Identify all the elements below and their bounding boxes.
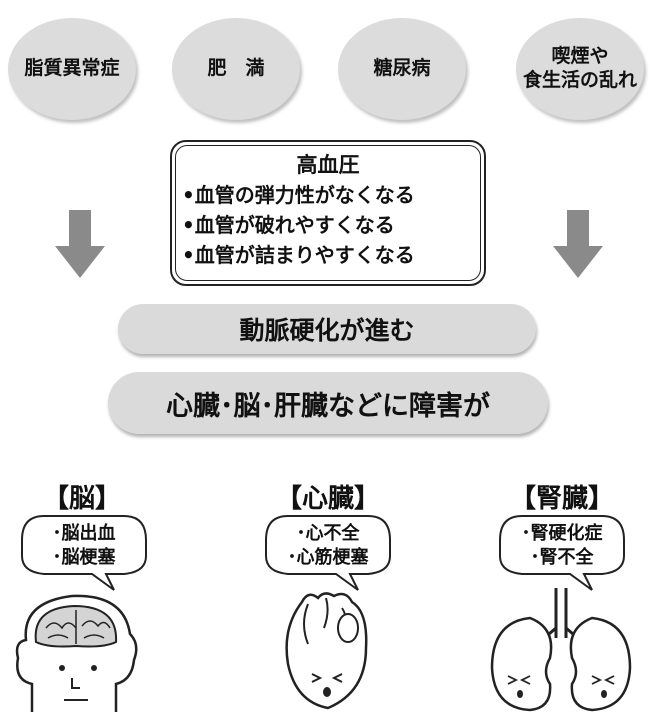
hypertension-title: 高血圧: [296, 153, 360, 177]
arteriosclerosis-step: 動脈硬化が進む: [118, 304, 536, 354]
speech-bubble-heart: ･心不全 ･心筋梗塞: [258, 512, 398, 592]
organ-title-kidney: 【腎臓】: [509, 484, 614, 514]
risk-factor-label: 喫煙や 食生活の乱れ: [522, 45, 637, 91]
organ-title-heart: 【心臓】: [275, 484, 380, 514]
brain-diseases: ･脳出血 ･脳梗塞: [52, 523, 116, 568]
risk-factor-label: 脂質異常症: [24, 57, 120, 80]
risk-factor-diabetes: 糖尿病: [338, 18, 466, 120]
speech-bubble-brain: ･脳出血 ･脳梗塞: [14, 512, 154, 592]
hypertension-item: •血管が破れやすくなる: [182, 213, 395, 237]
brain-head-icon: [15, 594, 138, 712]
organ-damage-step: 心臓･脳･肝臓などに障害が: [108, 372, 548, 434]
speech-bubble-kidney: ･腎硬化症 ･腎不全: [492, 512, 632, 592]
risk-factor-obesity: 肥 満: [172, 18, 300, 120]
down-arrow-icon: [553, 210, 603, 278]
risk-factor-smoking-diet: 喫煙や 食生活の乱れ: [516, 18, 644, 120]
hypertension-box-inner: 高血圧 •血管の弾力性がなくなる •血管が破れやすくなる •血管が詰まりやすくな…: [175, 145, 481, 281]
down-arrow-icon: [55, 210, 105, 278]
hypertension-box: 高血圧 •血管の弾力性がなくなる •血管が破れやすくなる •血管が詰まりやすくな…: [170, 140, 486, 286]
risk-factor-label: 肥 満: [207, 57, 265, 80]
kidney-diseases: ･腎硬化症 ･腎不全: [521, 523, 603, 568]
risk-factor-label: 糖尿病: [373, 57, 431, 80]
hypertension-item: •血管の弾力性がなくなる: [182, 183, 415, 207]
speech-bubble-icon: [265, 515, 391, 591]
organ-title-brain: 【脳】: [42, 484, 121, 514]
kidneys-icon: [490, 588, 632, 712]
risk-factor-dyslipidemia: 脂質異常症: [8, 18, 136, 120]
hypertension-item: •血管が詰まりやすくなる: [182, 243, 415, 267]
speech-bubble-icon: [21, 515, 147, 591]
heart-icon: [285, 592, 368, 710]
speech-bubble-icon: [499, 515, 625, 591]
heart-diseases: ･心不全 ･心筋梗塞: [287, 523, 369, 568]
